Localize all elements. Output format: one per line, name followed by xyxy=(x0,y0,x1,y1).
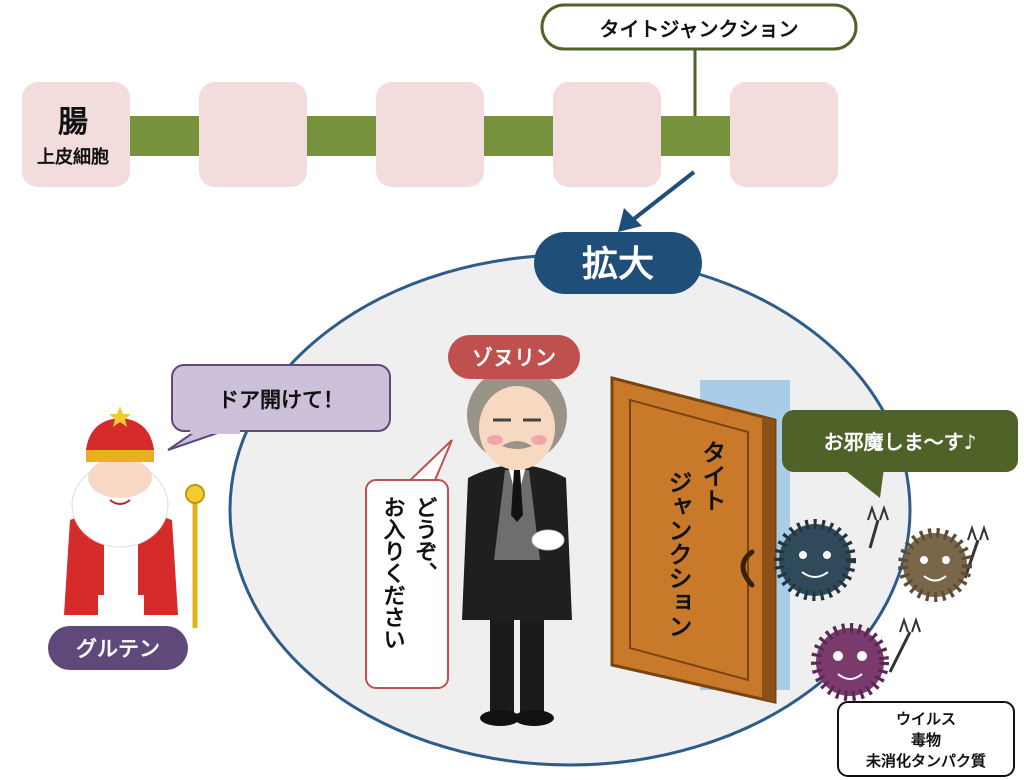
king-speech-bubble: ドア開けて！ xyxy=(167,364,391,451)
virus-label-line2: 毒物 xyxy=(911,731,941,749)
king-character: グルテン xyxy=(48,406,205,670)
door-panel xyxy=(610,376,777,704)
zoom-label: 拡大 xyxy=(582,244,654,285)
butler-character: ゾヌリン xyxy=(448,335,580,726)
virus-label-line1: ウイルス xyxy=(896,710,956,728)
tight-junction-door: タイト ジャンクション xyxy=(610,376,790,704)
epithelial-cell xyxy=(553,82,661,187)
butler-mustache xyxy=(502,441,532,449)
butler-name-tag xyxy=(448,335,580,379)
virus-icon xyxy=(898,524,989,602)
butler-leg xyxy=(490,610,514,715)
crown-star-icon xyxy=(109,406,131,427)
door-label-line2: ジャンクション xyxy=(664,470,692,638)
epithelial-cell xyxy=(199,82,307,187)
king-leg xyxy=(98,595,114,617)
epithelial-cell-row: 腸 上皮細胞 xyxy=(22,82,838,187)
butler-speech-line1: どうぞ、 xyxy=(412,496,437,584)
king-name: グルテン xyxy=(76,637,160,661)
virus-icon xyxy=(774,504,889,601)
butler-speech-bubble: どうぞ、 お入りください xyxy=(365,439,453,689)
door-inner-panel xyxy=(629,398,749,682)
epithelial-cell xyxy=(22,82,130,187)
king-leg xyxy=(128,595,144,617)
tight-junction-label: タイトジャンクション xyxy=(600,17,799,41)
king-smile xyxy=(109,499,131,505)
cell-label-line1: 腸 xyxy=(58,105,88,140)
butler-cheek xyxy=(487,435,503,445)
arrow-head xyxy=(618,208,642,232)
butler-shoe xyxy=(514,710,554,726)
butler-face xyxy=(479,386,555,470)
epithelial-cell xyxy=(376,82,484,187)
butler-tie xyxy=(511,470,523,522)
butler-cheek xyxy=(531,435,547,445)
door-edge xyxy=(762,417,775,702)
butler-hand xyxy=(531,529,565,551)
tag-box xyxy=(540,3,858,51)
crown-icon xyxy=(86,418,154,450)
king-speech: ドア開けて！ xyxy=(218,388,344,412)
butler-leg xyxy=(520,610,544,715)
door-label-line1: タイト xyxy=(698,440,726,512)
zoom-badge: 拡大 xyxy=(534,232,702,294)
zoom-zone xyxy=(228,253,912,767)
scepter-orb xyxy=(185,484,205,504)
king-crown-band xyxy=(86,448,154,462)
king-name-tag xyxy=(48,626,188,670)
virus-label-line3: 未消化タンパク質 xyxy=(865,752,986,770)
virus-speech-bubble: お邪魔しま～す♪ xyxy=(782,410,1018,498)
tight-junction-tag: タイトジャンクション xyxy=(540,3,858,116)
king-face xyxy=(88,458,152,498)
butler-name: ゾヌリン xyxy=(472,346,556,370)
virus-group xyxy=(774,504,989,701)
door-handle-icon xyxy=(740,549,755,588)
virus-label-box: ウイルス 毒物 未消化タンパク質 xyxy=(837,701,1015,777)
butler-speech-line2: お入りください xyxy=(380,496,406,650)
zoom-arrow xyxy=(618,170,696,232)
virus-icon xyxy=(811,616,921,701)
virus-speech: お邪魔しま～す♪ xyxy=(824,430,977,454)
cell-label-line2: 上皮細胞 xyxy=(37,146,109,168)
butler-shoe xyxy=(480,710,520,726)
epithelial-cell xyxy=(730,82,838,187)
